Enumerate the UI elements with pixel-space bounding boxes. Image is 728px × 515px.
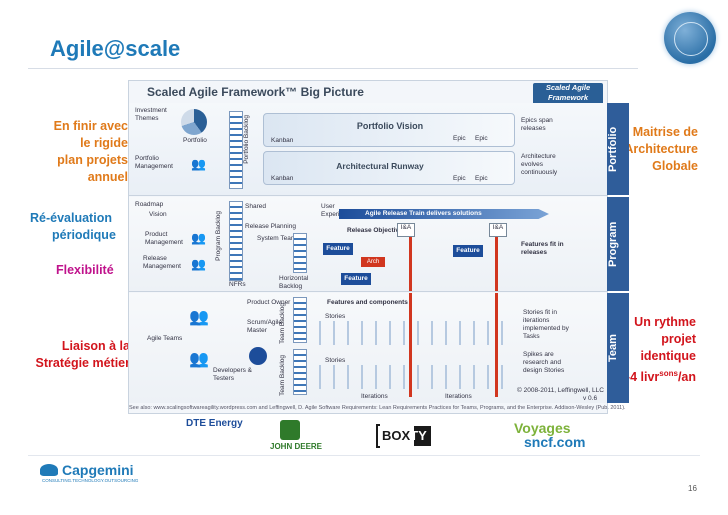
portfolio-vision: Portfolio Vision — [356, 121, 424, 131]
framework-title: Scaled Agile Framework™ Big Picture — [147, 85, 364, 99]
pie-icon — [181, 109, 207, 135]
sponsor-john-deere: JOHN DEERE — [270, 442, 323, 451]
note-annual-plan: En finir avec le rigide plan projets ann… — [53, 119, 128, 184]
program-backlog-stack — [229, 201, 243, 281]
note-architecture: Maitrise de l'Architecture Globale — [617, 125, 698, 173]
team-people-icon: 👥 — [189, 351, 209, 368]
team-level: Team Product Owner Scrum/Agile Master Ag… — [129, 293, 629, 403]
team-tab: Team — [607, 293, 629, 403]
note-strategy: Liaison à la Stratégie métier — [35, 339, 130, 370]
team-people-icon: 👥 — [189, 309, 209, 326]
horizontal-backlog-stack — [293, 233, 307, 273]
program-level: Program Roadmap Vision Product Managemen… — [129, 197, 629, 292]
framework-caption: See also: www.scalingsoftwareagility.wor… — [129, 405, 626, 411]
capgemini-logo: Capgemini CONSULTING.TECHNOLOGY.OUTSOURC… — [40, 462, 139, 483]
sponsor-darty-box: DARTY BOX — [376, 424, 431, 448]
note-reassessment: Ré-évaluation périodique — [30, 211, 116, 242]
program-tab: Program — [607, 197, 629, 291]
note-flexibility: Flexibilité — [56, 263, 114, 277]
footer-rule — [28, 455, 700, 456]
spade-icon — [40, 464, 58, 476]
team-backlog-stack — [293, 297, 307, 343]
title-rule — [28, 68, 638, 69]
scaled-agile-framework-diagram: Scaled Agile Framework™ Big Picture Scal… — [128, 80, 629, 414]
architectural-runway: Architectural Runway — [336, 161, 424, 171]
note-rhythm: Un rythme projet identique 3-4 livrsons/… — [618, 315, 696, 385]
page-number: 16 — [688, 484, 697, 493]
team-backlog-stack — [293, 349, 307, 395]
people-icon: 👥 — [191, 231, 206, 245]
dod-icon — [249, 347, 267, 365]
slide-title: Agile@scale — [50, 36, 181, 61]
globe-logo-icon — [664, 12, 716, 64]
deer-logo-icon — [280, 420, 300, 440]
release-train-arrow — [339, 209, 549, 219]
saf-logo: Scaled Agile Framework — [533, 83, 603, 105]
portfolio-tab: Portfolio — [607, 103, 629, 195]
sponsor-voyages: Voyages — [514, 420, 571, 436]
portfolio-backlog-stack — [229, 111, 243, 189]
people-icon: 👥 — [191, 257, 206, 271]
portfolio-level: Portfolio Investment Themes Portfolio Po… — [129, 103, 629, 196]
sponsor-sncf: sncf.com — [524, 434, 586, 450]
sponsor-dte-energy: DTE Energy — [186, 418, 243, 429]
people-icon: 👥 — [191, 157, 206, 171]
